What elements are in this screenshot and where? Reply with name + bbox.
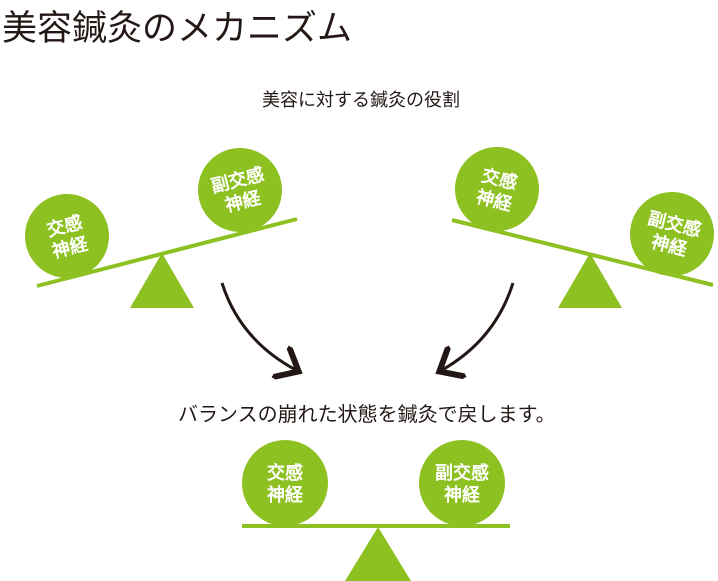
label-line1: 副交感 — [435, 462, 489, 484]
label-line1: 交感 — [267, 462, 303, 484]
arrow-right — [442, 282, 515, 370]
page-title: 美容鍼灸のメカニズム — [2, 9, 353, 49]
middle-text: バランスの崩れた状態を鍼灸で戻します。 — [178, 402, 556, 426]
label-line2: 神経 — [444, 484, 481, 506]
circle-parasympathetic: 副交感 神経 — [630, 192, 714, 276]
arrow-left — [220, 282, 296, 370]
circle-parasympathetic: 副交感 神経 — [198, 148, 282, 232]
circle-sympathetic: 交感 神経 — [242, 440, 328, 526]
circle-parasympathetic: 副交感 神経 — [419, 440, 505, 526]
subtitle: 美容に対する鍼灸の役割 — [262, 90, 460, 111]
seesaw-balanced: 交感 神経 副交感 神経 — [242, 440, 510, 581]
seesaw-right: 交感 神経 副交感 神経 — [451, 147, 714, 308]
circle-sympathetic: 交感 神経 — [455, 147, 539, 231]
circle-sympathetic: 交感 神経 — [25, 194, 109, 278]
label-line2: 神経 — [267, 484, 304, 506]
seesaw-left: 交感 神経 副交感 神経 — [25, 148, 298, 308]
